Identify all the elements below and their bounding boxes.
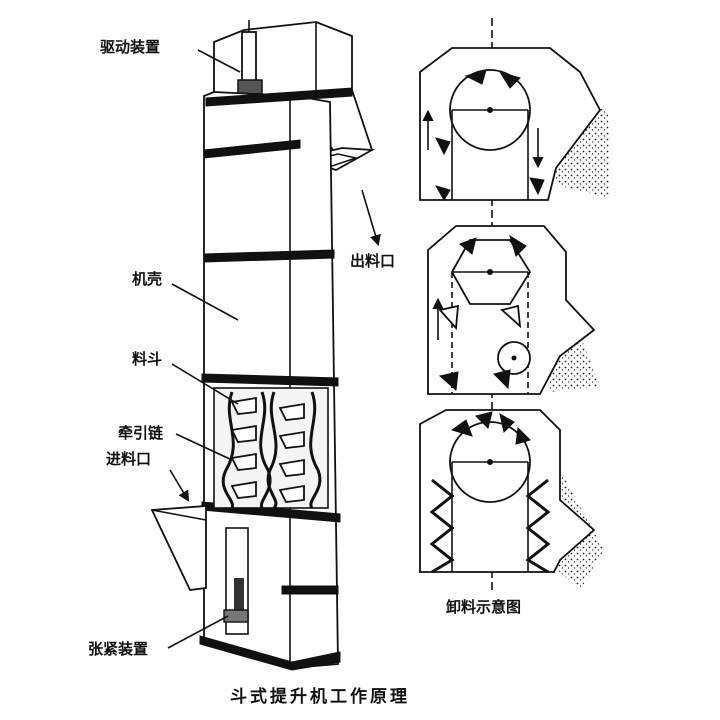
continuous-buckets bbox=[429, 411, 551, 574]
tension-device-icon bbox=[223, 527, 249, 635]
bucket-chain-window bbox=[213, 387, 329, 510]
diagram-caption: 斗式提升机工作原理 bbox=[230, 686, 410, 707]
chain-label: 牵引链 bbox=[118, 424, 164, 442]
discharge-view-1 bbox=[419, 47, 610, 201]
bucket-label: 料斗 bbox=[132, 350, 162, 368]
discharge-view-3 bbox=[419, 409, 604, 590]
tension-device-label: 张紧装置 bbox=[88, 640, 148, 658]
casing-bands bbox=[199, 87, 353, 671]
bucket-icons bbox=[230, 396, 305, 503]
discharge-diagram-label: 卸料示意图 bbox=[446, 598, 521, 616]
elevator-drawing bbox=[150, 20, 376, 671]
drive-device-label: 驱动装置 bbox=[100, 38, 160, 56]
leader-lines bbox=[167, 49, 381, 649]
drive-motor-icon bbox=[237, 20, 263, 95]
discharge-view-2 bbox=[427, 225, 600, 395]
inlet-label: 进料口 bbox=[106, 450, 151, 468]
discharge-views bbox=[419, 18, 610, 590]
outlet-label: 出料口 bbox=[350, 252, 395, 270]
casing-label: 机壳 bbox=[132, 270, 162, 288]
inlet-chute bbox=[150, 505, 207, 591]
